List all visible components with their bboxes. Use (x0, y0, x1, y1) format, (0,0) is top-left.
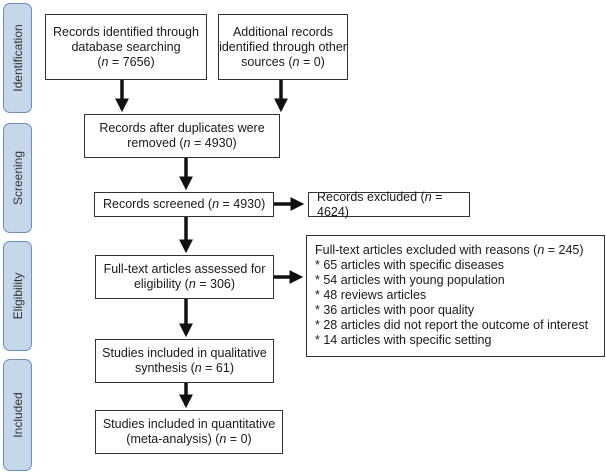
box-fulltext-excluded: Full-text articles excluded with reasons… (306, 235, 605, 357)
exclusion-reason: * 36 articles with poor quality (315, 303, 475, 317)
phase-screening: Screening (3, 123, 32, 233)
box-other-sources: Additional records identified through ot… (218, 14, 348, 80)
fulltext-assessed-line2: eligibility (n = 306) (133, 277, 236, 291)
database-count: (n = 7656) (97, 54, 155, 69)
qualitative-line2: synthesis (n = 61) (134, 361, 234, 375)
box-after-duplicates: Records after duplicates were removed (n… (84, 114, 280, 158)
exclusion-reason: * 54 articles with young population (315, 273, 505, 287)
exclusion-reason: * 48 reviews articles (315, 288, 427, 302)
phase-identification: Identification (3, 3, 32, 113)
after-duplicates-line2: removed (n = 4930) (127, 136, 237, 150)
other-sources-line3: sources (n = 0) (241, 54, 325, 69)
database-line2: database searching (71, 39, 181, 54)
after-duplicates-line1: Records after duplicates were (99, 121, 265, 135)
fulltext-assessed-line1: Full-text articles assessed for (103, 262, 266, 276)
exclusion-reason: * 28 articles did not report the outcome… (315, 318, 589, 332)
records-screened-text: Records screened (n = 4930) (103, 197, 266, 211)
box-qualitative-synthesis: Studies included in qualitative synthesi… (95, 339, 274, 383)
qualitative-line1: Studies included in qualitative (102, 346, 267, 360)
phase-eligibility: Eligibility (3, 241, 32, 351)
exclusion-reason: * 14 articles with specific setting (315, 333, 492, 347)
box-fulltext-assessed: Full-text articles assessed for eligibil… (95, 255, 274, 299)
other-sources-line1: Additional records (232, 24, 334, 39)
quantitative-line2: (meta-analysis) (n = 0) (126, 432, 252, 446)
records-excluded-text: Records excluded (n = 4624) (317, 189, 443, 219)
database-line1: Records identified through (53, 24, 199, 39)
box-quantitative-synthesis: Studies included in quantitative (meta-a… (95, 410, 283, 454)
phase-included: Included (3, 359, 32, 471)
quantitative-line1: Studies included in quantitative (102, 417, 276, 431)
box-records-screened: Records screened (n = 4930) (94, 192, 274, 217)
box-records-excluded: Records excluded (n = 4624) (308, 189, 470, 219)
box-database-records: Records identified through database sear… (45, 14, 207, 80)
fulltext-excluded-heading: Full-text articles excluded with reasons… (315, 243, 584, 257)
exclusion-reason: * 65 articles with specific diseases (315, 258, 504, 272)
other-sources-line2: identified through other (219, 39, 347, 54)
